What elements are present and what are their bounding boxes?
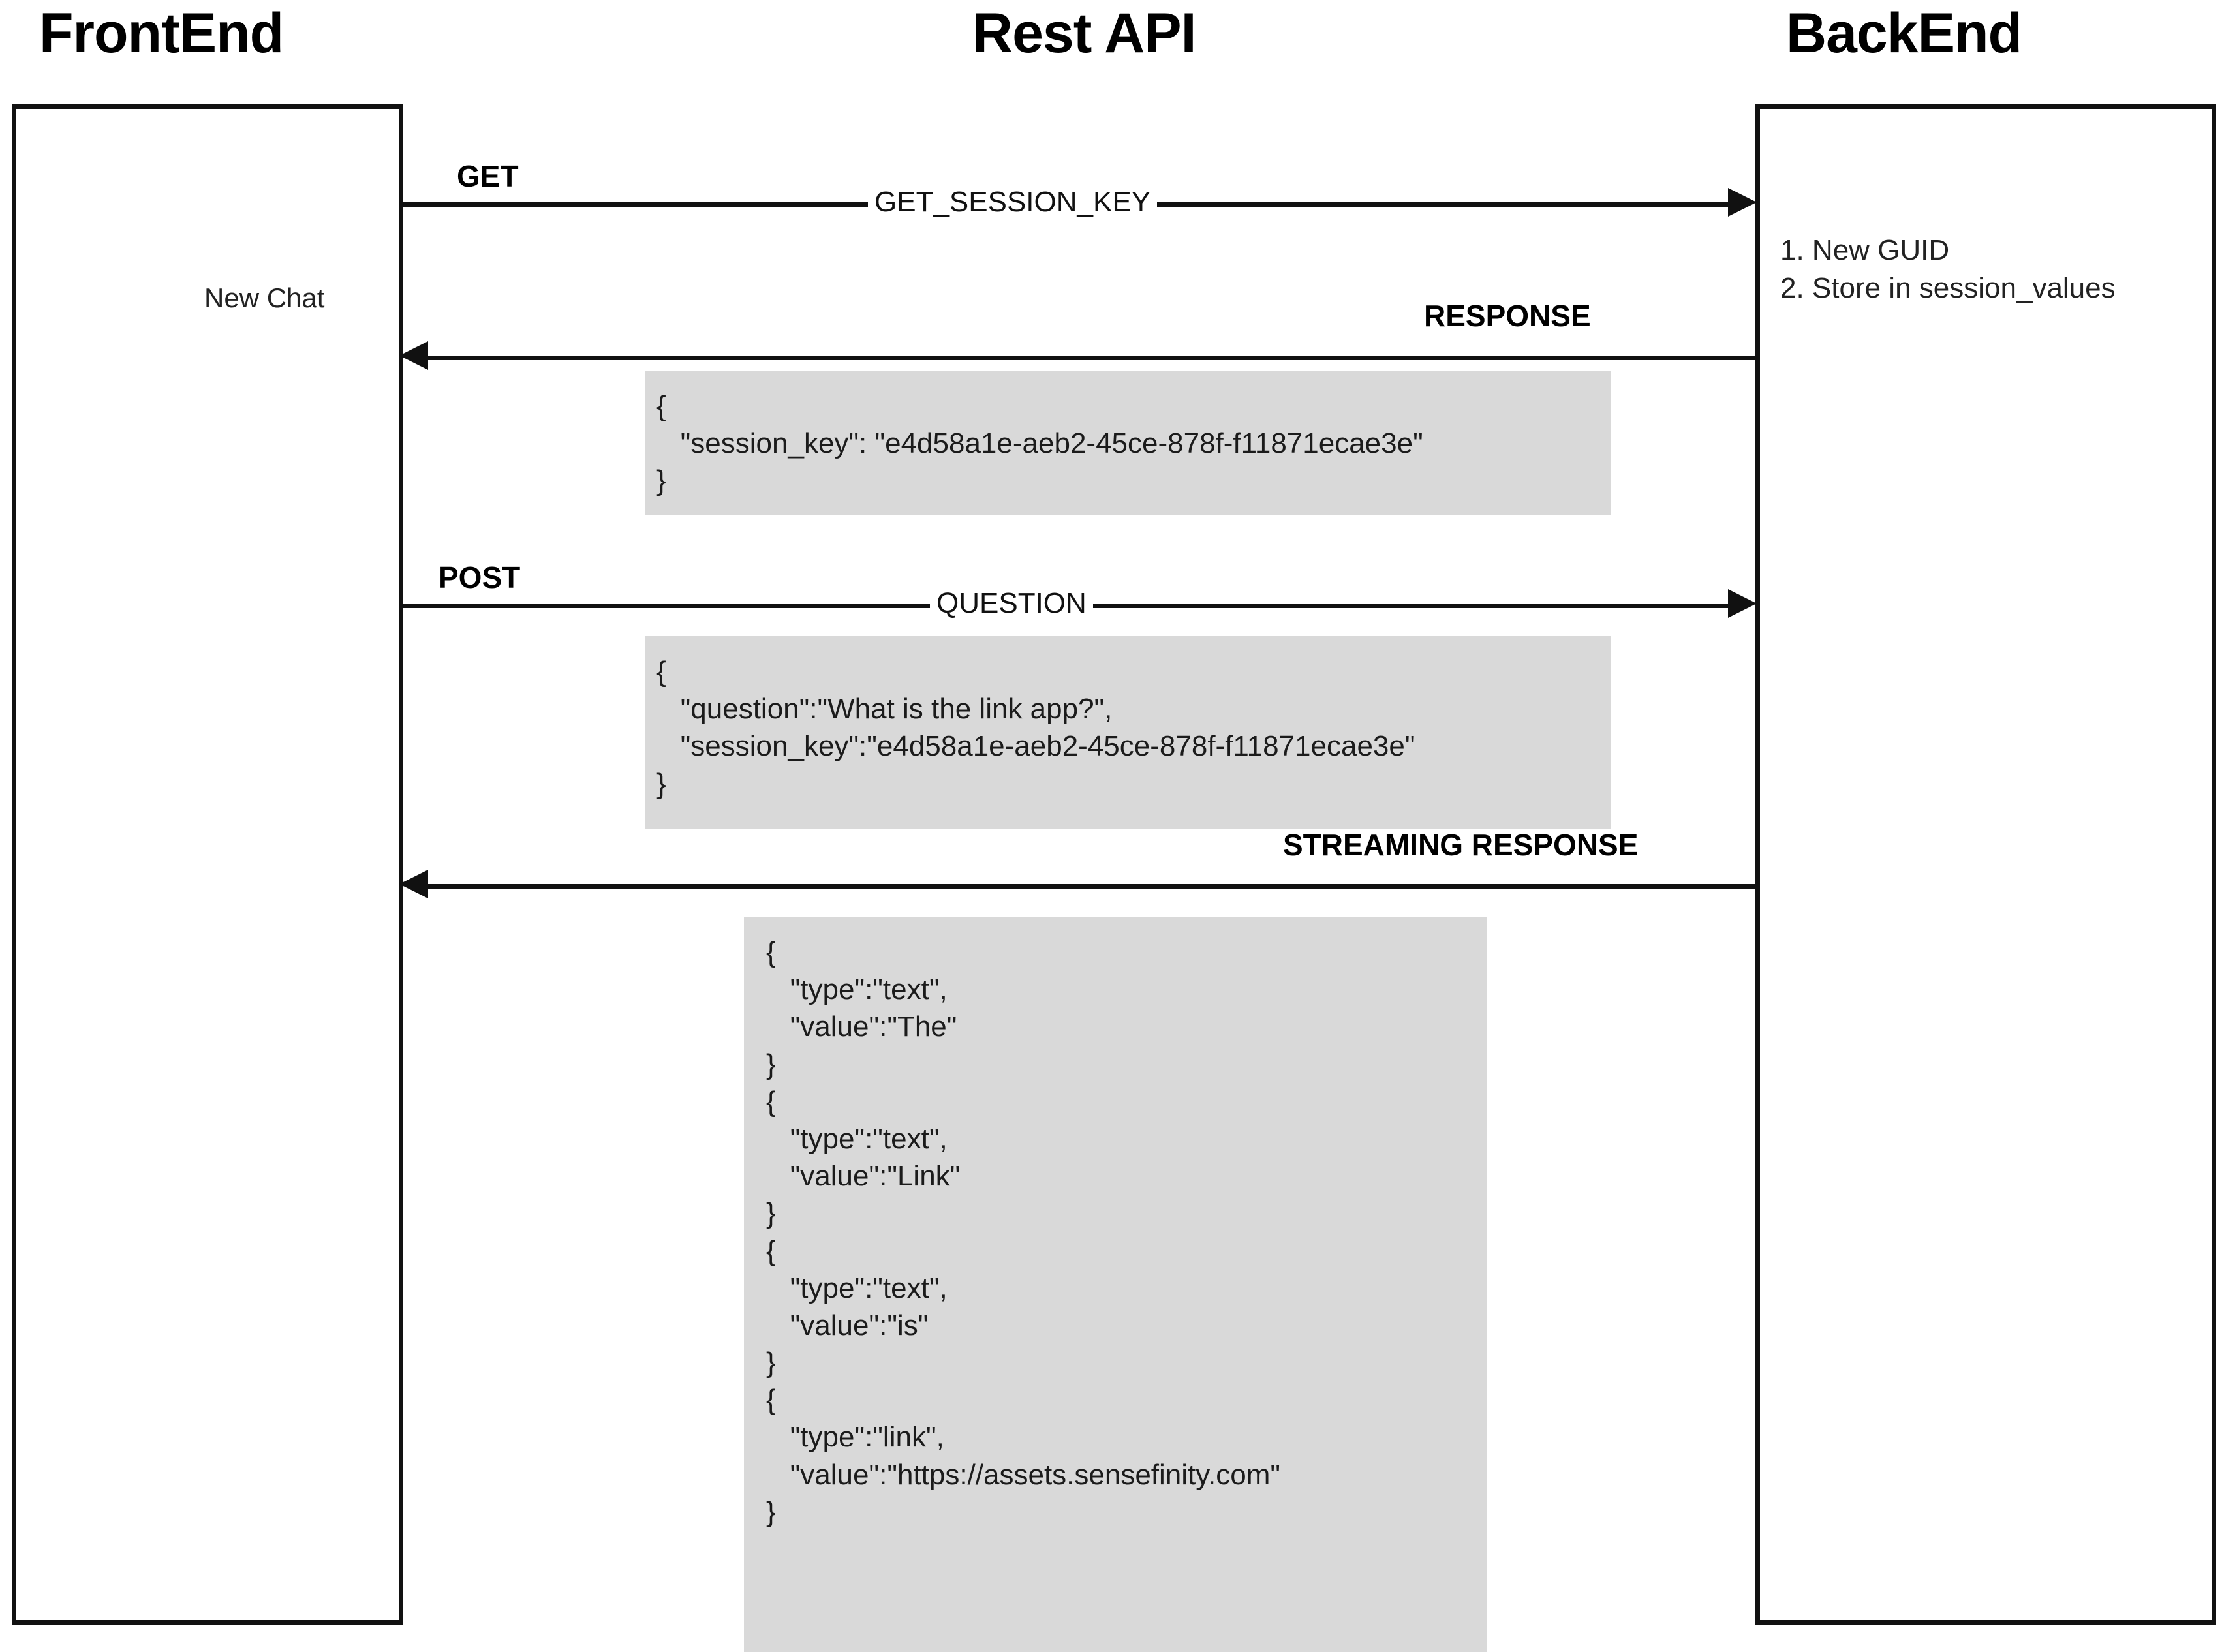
lifeline-backend (1755, 104, 2216, 1625)
arrow-label-get-session-key: GET_SESSION_KEY (868, 186, 1158, 219)
arrow-line-response (428, 356, 1757, 360)
arrow-verb-get: GET (457, 159, 519, 193)
payload-question-request-text: { "question":"What is the link app?", "s… (656, 656, 1415, 800)
streaming-chunk-1: { "type":"text", "value":"The" } (766, 936, 957, 1080)
lifeline-frontend (12, 104, 403, 1625)
arrow-head-streaming-response (399, 870, 428, 898)
backend-step-1: 1. New GUID (1780, 234, 1950, 266)
arrow-verb-response: RESPONSE (1424, 299, 1591, 333)
frontend-note-new-chat: New Chat (204, 283, 325, 313)
arrow-line-streaming-response (428, 884, 1757, 889)
lane-title-frontend: FrontEnd (39, 2, 284, 65)
arrow-verb-streaming-response: STREAMING RESPONSE (1283, 828, 1639, 862)
lane-title-backend: BackEnd (1786, 2, 2022, 65)
streaming-chunk-4: { "type":"link", "value":"https://assets… (766, 1384, 1280, 1528)
streaming-chunk-2: { "type":"text", "value":"Link" } (766, 1085, 961, 1230)
payload-session-response: { "session_key": "e4d58a1e-aeb2-45ce-878… (645, 371, 1611, 515)
payload-question-request: { "question":"What is the link app?", "s… (645, 636, 1611, 829)
arrow-head-post-question (1728, 589, 1757, 618)
arrow-head-get-session-key (1728, 188, 1757, 217)
arrow-head-response (399, 341, 428, 370)
backend-steps-list: 1. New GUID 2. Store in session_values (1780, 232, 2116, 307)
backend-step-2: 2. Store in session_values (1780, 272, 2116, 305)
streaming-chunk-3: { "type":"text", "value":"is" } (766, 1234, 948, 1379)
lane-title-rest-api: Rest API (972, 2, 1196, 65)
arrow-verb-post: POST (439, 560, 521, 594)
payload-streaming-chunks: { "type":"text", "value":"The" } { "type… (744, 917, 1487, 1652)
arrow-label-question: QUESTION (930, 587, 1093, 620)
payload-session-response-text: { "session_key": "e4d58a1e-aeb2-45ce-878… (656, 390, 1423, 497)
